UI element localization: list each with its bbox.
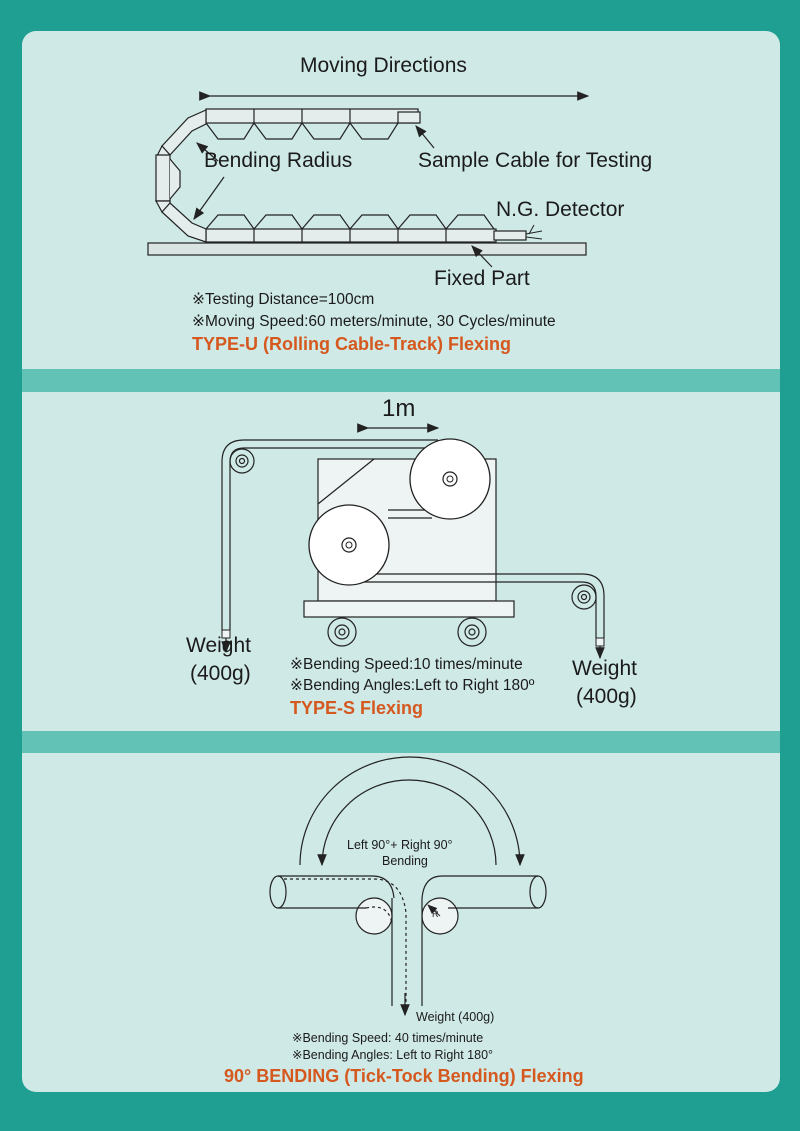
bending-angles-note: ※Bending Angles:Left to Right 180º (290, 677, 535, 694)
moving-directions-label: Moving Directions (300, 54, 467, 77)
section-divider (22, 731, 780, 754)
bending-90-panel: Left 90°+ Right 90° Bending R Weight (40… (22, 753, 780, 1092)
guide-pulleys (229, 448, 597, 610)
type-s-title: TYPE-S Flexing (290, 698, 424, 718)
cart-wheels (327, 617, 487, 647)
moving-speed-note: ※Moving Speed:60 meters/minute, 30 Cycle… (192, 313, 556, 330)
weight-right-label: Weight (572, 657, 637, 680)
bending-speed-note: ※Bending Speed: 40 times/minute (292, 1031, 484, 1045)
lower-roller (308, 504, 390, 586)
lower-cable-track (205, 214, 497, 243)
type-u-title: TYPE-U (Rolling Cable-Track) Flexing (192, 334, 512, 354)
bending-radius-label: Bending Radius (204, 149, 353, 172)
bend-arc-outer (299, 756, 525, 867)
testing-distance-note: ※Testing Distance=100cm (192, 291, 375, 308)
bend-label-line-2: Bending (382, 854, 428, 868)
fixed-part-base (147, 242, 587, 256)
weight-left-value: (400g) (190, 662, 251, 685)
bend-label-line-1: Left 90°+ Right 90° (347, 838, 453, 852)
bent-cable (269, 875, 547, 1006)
bending-90-diagram (269, 756, 547, 1017)
distance-label: 1m (382, 395, 416, 422)
type-s-panel: 1m Weight (400g) Weight (400g) ※Bending … (22, 392, 780, 731)
type-s-diagram (221, 423, 605, 660)
bend-links (154, 109, 207, 243)
bending-90-title: 90° BENDING (Tick-Tock Bending) Flexing (224, 1066, 584, 1086)
type-u-diagram (147, 91, 590, 268)
weight-right-value: (400g) (576, 685, 637, 708)
left-mandrel (355, 897, 393, 935)
section-divider (22, 369, 780, 392)
detector-cable-end (493, 230, 527, 241)
weight-left-label: Weight (186, 634, 251, 657)
type-u-panel: Moving Directions Bending Radius Sample … (22, 31, 780, 369)
upper-roller (409, 438, 491, 520)
bending-angles-note: ※Bending Angles: Left to Right 180° (292, 1048, 494, 1062)
bend-arc-inner (317, 779, 497, 867)
weight-label: Weight (400g) (416, 1010, 495, 1024)
fixed-part-label: Fixed Part (434, 267, 530, 290)
sample-cable-label: Sample Cable for Testing (418, 149, 653, 172)
radius-label: R (432, 909, 439, 919)
sample-cable-end (397, 111, 421, 124)
upper-cable-track (205, 108, 419, 140)
ng-detector-label: N.G. Detector (496, 198, 625, 221)
bend-trace (284, 878, 407, 1006)
bending-speed-note: ※Bending Speed:10 times/minute (290, 656, 523, 673)
